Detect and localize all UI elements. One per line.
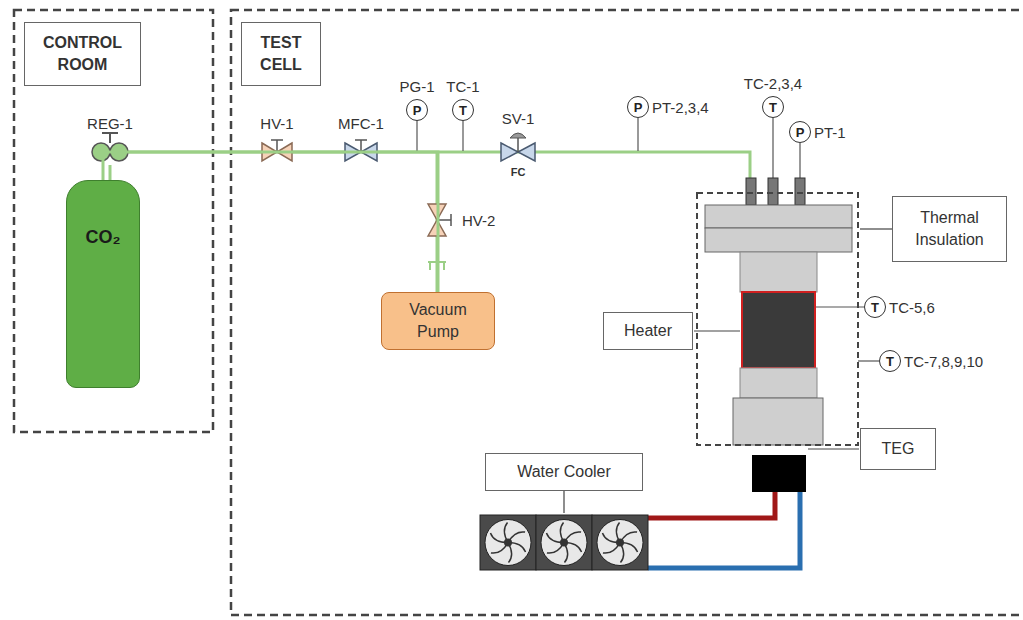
instrument-circle: PPT-2,3,4 (627, 96, 649, 118)
box-text: CONTROL ROOM (33, 32, 132, 75)
instrument-letter: P (796, 126, 805, 139)
instrument-circle: TTC-5,6 (864, 296, 886, 318)
box-text: Vacuum Pump (390, 299, 486, 342)
instrument-tag: PT-1 (814, 124, 846, 141)
instrument-circle: TTC-7,8,9,10 (879, 350, 901, 372)
test-assembly (705, 178, 852, 445)
instrument-letter: T (886, 355, 894, 368)
control-room-region (14, 10, 213, 432)
radiator-fans (480, 515, 648, 570)
box-text: TEST CELL (250, 32, 312, 75)
solenoid-valve-symbol (501, 133, 535, 161)
instrument-tag: PG-1 (399, 78, 434, 95)
box-text: Heater (624, 320, 672, 342)
area-label-box: TEST CELL (241, 22, 321, 86)
instrument-letter: T (769, 101, 777, 114)
instrument-circle: TTC-2,3,4 (762, 96, 784, 118)
box-text: TEG (882, 438, 915, 460)
instrument-tag: TC-7,8,9,10 (904, 353, 983, 370)
callout-box: Water Cooler (485, 453, 643, 491)
instrument-circle: TTC-1 (452, 99, 474, 121)
test-cell-region (231, 10, 1023, 615)
instrument-letter: P (634, 101, 643, 114)
heater-block (742, 292, 815, 368)
box-text: Thermal Insulation (901, 207, 998, 250)
vacuum-pump-box: Vacuum Pump (381, 292, 495, 350)
cold-water-pipe (648, 492, 800, 568)
component-tag: REG-1 (87, 115, 133, 132)
fail-mode-tag: FC (511, 166, 526, 178)
instrument-tag: TC-1 (446, 78, 479, 95)
gas-name: CO₂ (86, 225, 121, 249)
instrument-letter: P (413, 104, 422, 117)
instrument-tag: TC-5,6 (889, 299, 935, 316)
box-text: Water Cooler (517, 461, 611, 483)
instrument-circle: PPG-1 (406, 99, 428, 121)
callout-box: Heater (603, 312, 693, 350)
instrument-letter: T (871, 301, 879, 314)
area-label-box: CONTROL ROOM (24, 22, 141, 86)
component-tag: SV-1 (502, 110, 535, 127)
insulation-outline (697, 193, 858, 445)
hot-water-pipe (648, 492, 775, 518)
component-tag: MFC-1 (338, 115, 384, 132)
gas-cylinder: CO₂ (66, 180, 140, 388)
teg-module (752, 455, 806, 492)
instrument-letter: T (459, 104, 467, 117)
instrument-tag: PT-2,3,4 (652, 99, 709, 116)
regulator-symbol (92, 133, 128, 161)
component-tag: HV-2 (462, 212, 495, 229)
callout-box: Thermal Insulation (892, 196, 1007, 262)
component-tag: HV-1 (260, 115, 293, 132)
gas-line (103, 152, 438, 292)
instrument-circle: PPT-1 (789, 121, 811, 143)
callout-box: TEG (860, 428, 936, 470)
instrument-tag: TC-2,3,4 (744, 75, 802, 92)
